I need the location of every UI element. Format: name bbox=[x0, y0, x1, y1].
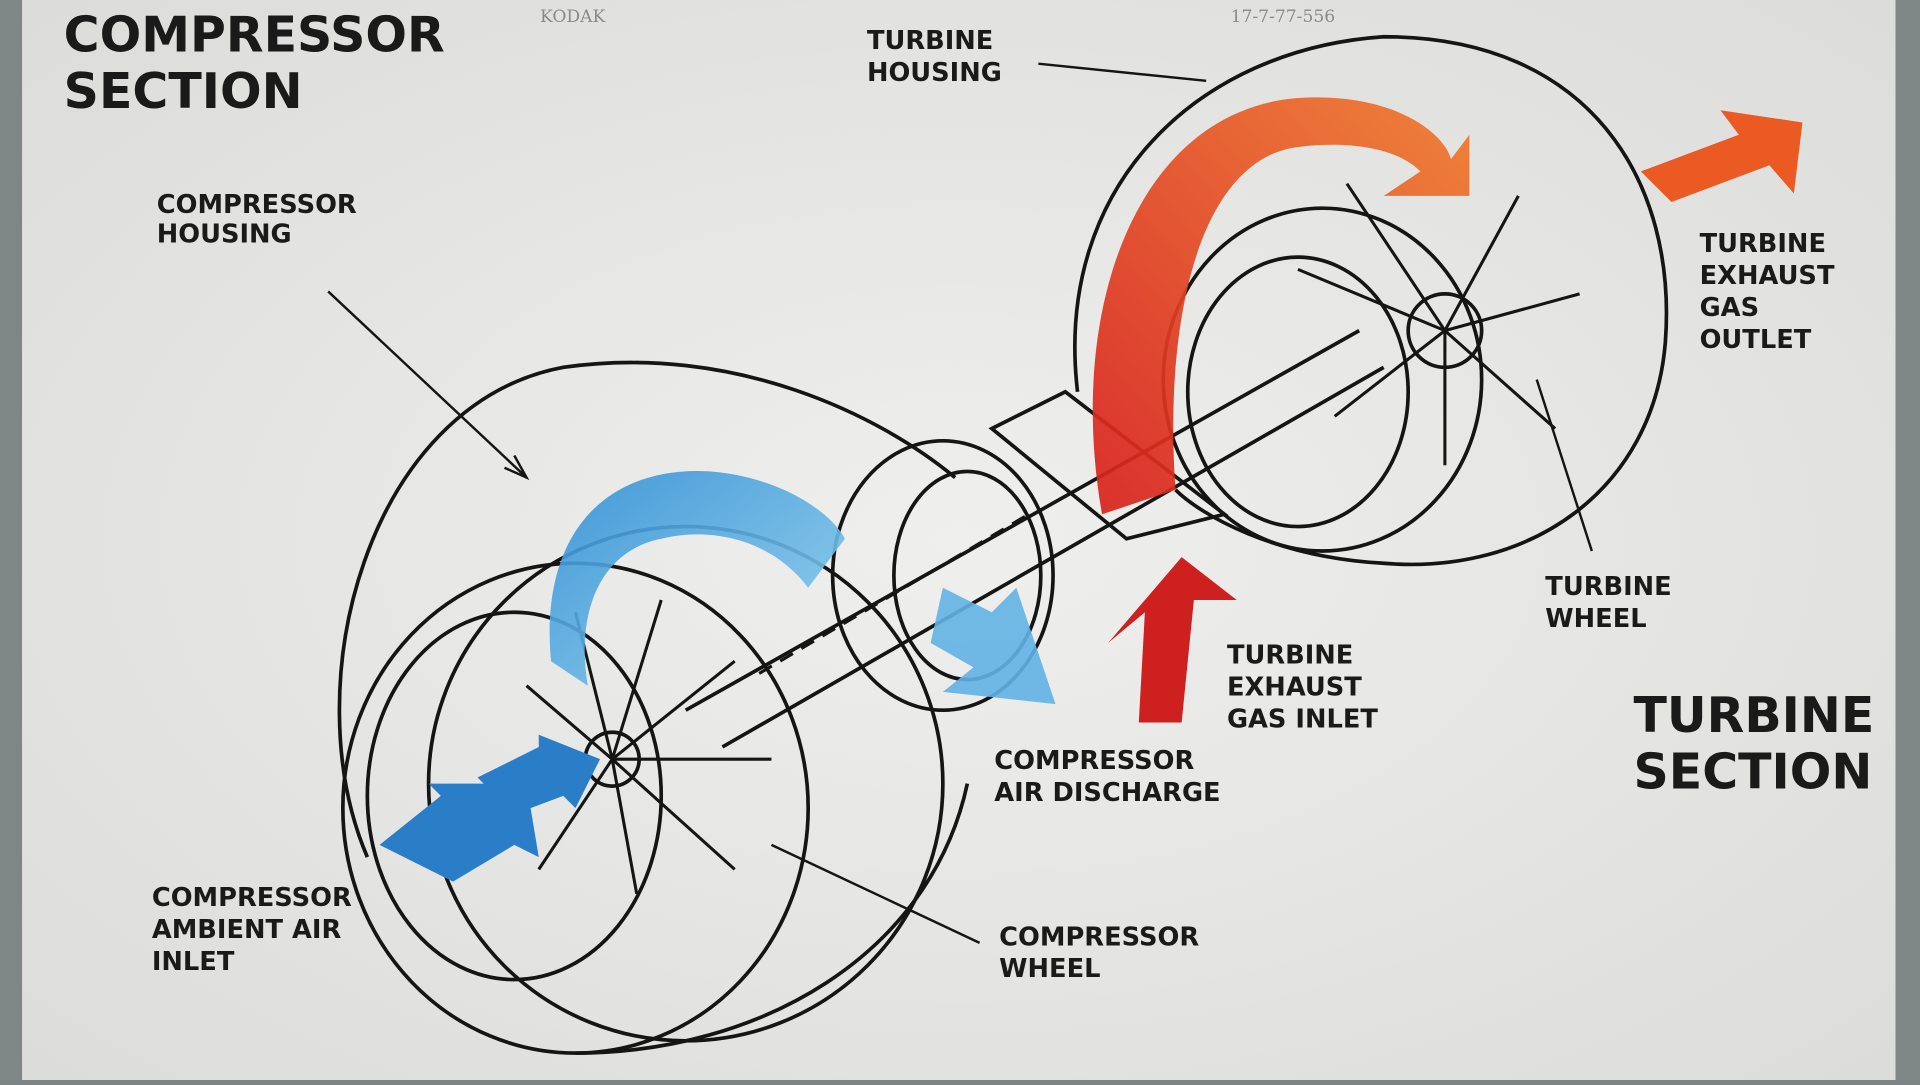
stamp-kodak: KODAK bbox=[540, 7, 606, 27]
inlet-arrow-1 bbox=[379, 783, 539, 882]
svg-text:GAS INLET: GAS INLET bbox=[1227, 704, 1378, 734]
svg-text:HOUSING: HOUSING bbox=[867, 58, 1002, 88]
svg-text:OUTLET: OUTLET bbox=[1700, 325, 1812, 355]
svg-text:TURBINE: TURBINE bbox=[1700, 229, 1826, 259]
svg-text:EXHAUST: EXHAUST bbox=[1227, 673, 1362, 703]
svg-text:COMPRESSOR: COMPRESSOR bbox=[994, 746, 1194, 776]
turbine-wheel-blades bbox=[1297, 182, 1580, 466]
svg-text:COMPRESSOR: COMPRESSOR bbox=[157, 190, 357, 220]
label-turbine-exhaust-inlet: TURBINE EXHAUST GAS INLET bbox=[1227, 641, 1378, 735]
air-discharge-arrow bbox=[930, 587, 1056, 705]
svg-text:WHEEL: WHEEL bbox=[999, 954, 1100, 984]
compressed-air-flow-arrow bbox=[549, 471, 845, 686]
svg-text:SECTION: SECTION bbox=[1633, 744, 1872, 801]
label-turbine-exhaust-outlet: TURBINE EXHAUST GAS OUTLET bbox=[1700, 229, 1835, 355]
exhaust-inlet-arrow bbox=[1108, 557, 1237, 723]
inlet-arrow-2 bbox=[477, 734, 600, 815]
paper-background bbox=[22, 0, 1896, 1080]
hot-gas-flow-arrow bbox=[1092, 97, 1470, 515]
svg-text:AMBIENT AIR: AMBIENT AIR bbox=[152, 915, 342, 945]
turbine-section-title: TURBINE SECTION bbox=[1633, 687, 1874, 800]
svg-text:INLET: INLET bbox=[152, 947, 235, 977]
svg-text:HOUSING: HOUSING bbox=[157, 219, 292, 249]
svg-text:COMPRESSOR: COMPRESSOR bbox=[152, 883, 352, 913]
exhaust-outlet-arrow bbox=[1640, 110, 1803, 203]
svg-text:GAS: GAS bbox=[1700, 293, 1760, 323]
svg-text:COMPRESSOR: COMPRESSOR bbox=[64, 6, 445, 63]
label-compressor-housing: COMPRESSOR HOUSING bbox=[157, 190, 357, 249]
svg-text:SECTION: SECTION bbox=[64, 63, 303, 120]
svg-text:AIR DISCHARGE: AIR DISCHARGE bbox=[994, 778, 1220, 808]
stamp-code: 17-7-77-556 bbox=[1231, 7, 1336, 27]
compressor-section-title: COMPRESSOR SECTION bbox=[64, 6, 445, 119]
svg-text:TURBINE: TURBINE bbox=[1545, 572, 1671, 602]
leader-lines bbox=[327, 62, 1594, 944]
svg-text:TURBINE: TURBINE bbox=[1633, 687, 1874, 744]
label-compressor-ambient-air-inlet: COMPRESSOR AMBIENT AIR INLET bbox=[152, 883, 352, 977]
shaft bbox=[684, 329, 1385, 749]
compressor-housing-drawing bbox=[337, 360, 1055, 1055]
svg-text:EXHAUST: EXHAUST bbox=[1700, 261, 1835, 291]
label-turbine-housing: TURBINE HOUSING bbox=[867, 26, 1002, 88]
compressor-wheel-blades bbox=[525, 599, 772, 895]
svg-text:TURBINE: TURBINE bbox=[867, 26, 993, 56]
label-turbine-wheel: TURBINE WHEEL bbox=[1545, 572, 1671, 634]
svg-text:COMPRESSOR: COMPRESSOR bbox=[999, 922, 1199, 952]
label-compressor-air-discharge: COMPRESSOR AIR DISCHARGE bbox=[994, 746, 1220, 808]
label-compressor-wheel: COMPRESSOR WHEEL bbox=[999, 922, 1199, 984]
svg-text:TURBINE: TURBINE bbox=[1227, 641, 1353, 671]
svg-text:WHEEL: WHEEL bbox=[1545, 604, 1646, 634]
